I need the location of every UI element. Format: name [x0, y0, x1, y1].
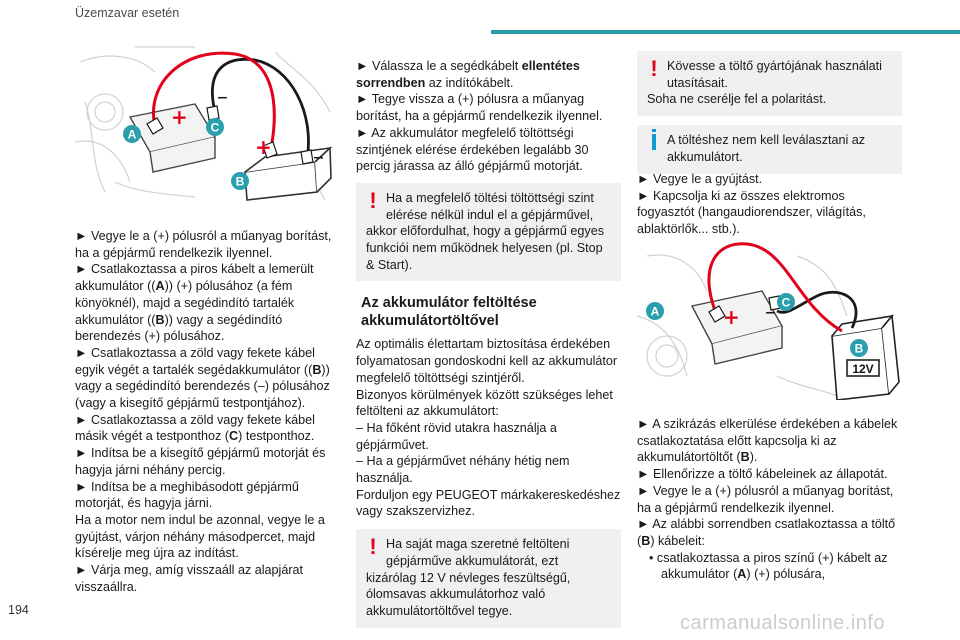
para-conditions: Bizonyos körülmények között szükséges le… — [356, 387, 613, 419]
badge-a: A — [646, 302, 664, 320]
step-run-engine: ► Az akkumulátor megfelelő töltöttségi s… — [356, 125, 589, 174]
step-wait-idle: ► Várja meg, amíg visszaáll az alapjárat… — [75, 563, 304, 594]
condition-not-used: – Ha a gépjárművet néhány hétig nem hasz… — [356, 454, 570, 486]
badge-b: B — [850, 339, 868, 357]
step-connect-order: ► Az alábbi sorrendben csatlakoztassa a … — [637, 517, 896, 548]
retry-note: Ha a motor nem indul be azonnal, vegye l… — [75, 512, 325, 561]
svg-text:C: C — [211, 121, 220, 135]
para-dealer: Forduljon egy PEUGEOT márkakereskedéshez… — [356, 487, 621, 519]
black-cable — [776, 291, 858, 329]
badge-a: A — [123, 125, 141, 143]
svg-text:A: A — [651, 305, 660, 319]
badge-c: C — [206, 118, 224, 136]
column-3-charging: ► A szikrázás elkerülése érdekében a káb… — [637, 416, 902, 583]
step-ignition-off: ► Vegye le a gyújtást. — [637, 172, 763, 186]
step-connect-black-1: ► Csatlakoztassa a zöld vagy fekete kábe… — [75, 345, 330, 411]
red-cable — [152, 51, 276, 153]
column-1: ► Vegye le a (+) pólusról a műanyag borí… — [75, 228, 333, 595]
jump-start-illustration: + – + – A C B — [75, 46, 333, 201]
charger-illustration: 12V + – A C B — [637, 242, 900, 400]
step-start-car: ► Indítsa be a meghibásodott gépjármű mo… — [75, 479, 299, 511]
header-accent-bar — [491, 30, 960, 34]
condition-short-trips: – Ha főként rövid utakra használja a gép… — [356, 420, 557, 452]
red-cable — [707, 242, 843, 333]
badge-c: C — [777, 293, 795, 311]
section-title: Az akkumulátor feltöltése akkumulátortöl… — [361, 295, 537, 330]
warning-icon: ! — [369, 534, 377, 560]
minus-sign-2: – — [313, 145, 324, 170]
step-refit-cover: ► Tegye vissza a (+) pólusra a műanyag b… — [356, 92, 603, 124]
warning-box-2: ! Ha saját maga szeretné feltölteni gépj… — [356, 529, 621, 628]
minus-sign: – — [765, 300, 776, 325]
warning-icon: ! — [650, 56, 658, 81]
column-3-steps: ► Vegye le a gyújtást. ► Kapcsolja ki az… — [637, 171, 902, 238]
step-connect-red: ► Csatlakoztassa a piros kábelt a lemerü… — [75, 262, 314, 344]
charger-voltage-label: 12V — [852, 362, 873, 376]
info-box: A töltéshez nem kell leválasztani az akk… — [637, 125, 902, 174]
step-remove-cover: ► Vegye le a (+) pólusról a műanyag borí… — [637, 483, 894, 515]
plus-sign-1: + — [171, 105, 188, 129]
watermark: carmanualsonline.info — [680, 612, 886, 634]
step-consumers-off: ► Kapcsolja ki az összes elektromos fogy… — [637, 188, 866, 237]
svg-text:B: B — [855, 342, 864, 356]
step-charger-off: ► A szikrázás elkerülése érdekében a káb… — [637, 417, 898, 465]
minus-sign-1: – — [217, 85, 228, 110]
column-3-notes: ! Kövesse a töltő gyártójának használati… — [637, 51, 902, 174]
plus-sign-2: + — [255, 135, 272, 159]
running-header: Üzemzavar esetén — [75, 6, 180, 20]
step-check-cables: ► Ellenőrizze a töltő kábeleinek az álla… — [637, 467, 888, 482]
step-remove-cover: ► Vegye le a (+) pólusról a műanyag borí… — [75, 229, 332, 260]
column-2: ► Válassza le a segédkábelt ellentétes s… — [356, 58, 621, 628]
svg-text:B: B — [236, 175, 245, 189]
step-connect-black-2: ► Csatlakoztassa a zöld vagy fekete kábe… — [75, 412, 315, 444]
sub-step-red-cable: • csatlakoztassa a piros színű (+) kábel… — [649, 550, 888, 582]
warning-icon: ! — [369, 187, 377, 213]
page-number: 194 — [8, 603, 29, 617]
badge-b: B — [231, 172, 249, 190]
warning-box-1: ! Ha a megfelelő töltési töltöttségi szi… — [356, 182, 621, 282]
step-start-assist: ► Indítsa be a kisegítő gépjármű motorjá… — [75, 446, 326, 477]
svg-text:A: A — [128, 128, 137, 142]
plus-sign: + — [723, 305, 740, 329]
para-intro: Az optimális élettartam biztosítása érde… — [356, 337, 618, 385]
step-disconnect: ► Válassza le a segédkábelt ellentétes s… — [356, 59, 580, 90]
svg-text:C: C — [782, 296, 791, 310]
info-icon — [647, 129, 661, 151]
warning-box-3: ! Kövesse a töltő gyártójának használati… — [637, 51, 902, 117]
black-cable — [211, 57, 310, 161]
